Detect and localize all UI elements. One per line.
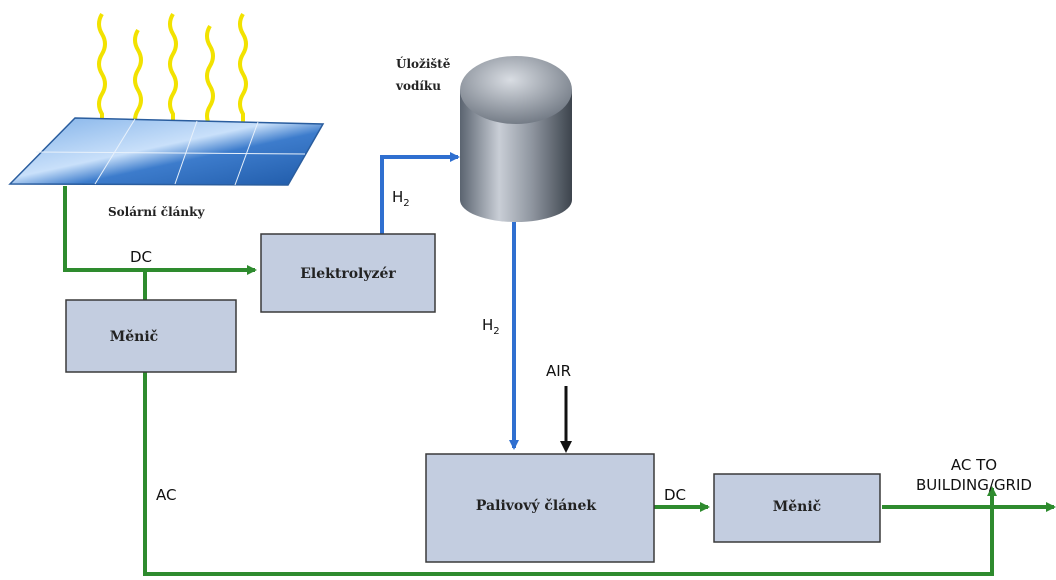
tank-label-line1: Úložiště (396, 55, 451, 71)
ac-left-label: AC (156, 486, 176, 504)
sun-ray (238, 12, 248, 139)
h2-down-label: H2 (482, 316, 500, 337)
fuel-cell-label: Palivový článek (476, 497, 596, 514)
output-label-line2: BUILDING/GRID (916, 476, 1032, 494)
h2-line-to-tank (380, 152, 460, 234)
inverter-right-box: Měnič (713, 473, 881, 543)
output-label-line1: AC TO (951, 456, 997, 474)
h2-top-subscript: 2 (403, 198, 409, 209)
electrolyzer-label: Elektrolyzér (300, 266, 396, 282)
inverter-right-label: Měnič (773, 499, 821, 515)
tank-label-line2: vodíku (395, 79, 441, 93)
fuel-cell-box: Palivový článek (425, 453, 655, 563)
dc-top-label: DC (130, 248, 152, 266)
electric-lines (63, 186, 1056, 576)
ac-bottom-line (143, 370, 997, 576)
solar-panel (8, 117, 325, 186)
inverter-left-label: Měnič (110, 329, 158, 345)
h2-down-subscript: 2 (493, 326, 499, 337)
dc-bottom-label: DC (664, 486, 686, 504)
sun-ray (205, 24, 215, 184)
hydrogen-tank (460, 56, 572, 222)
h2-top-label: H2 (392, 188, 410, 209)
sun-ray (133, 28, 143, 185)
dc-line-to-electrolyzer (63, 186, 257, 275)
h2-top-letter: H (392, 188, 403, 206)
sun-ray (97, 12, 107, 169)
electrolyzer-box: Elektrolyzér (260, 233, 436, 313)
inverter-left-box: Měnič (65, 299, 237, 373)
air-label: AIR (546, 362, 571, 380)
hydrogen-lines (380, 152, 519, 450)
solar-panel-label: Solární články (108, 205, 205, 219)
h2-down-letter: H (482, 316, 493, 334)
sun-ray (168, 12, 178, 164)
